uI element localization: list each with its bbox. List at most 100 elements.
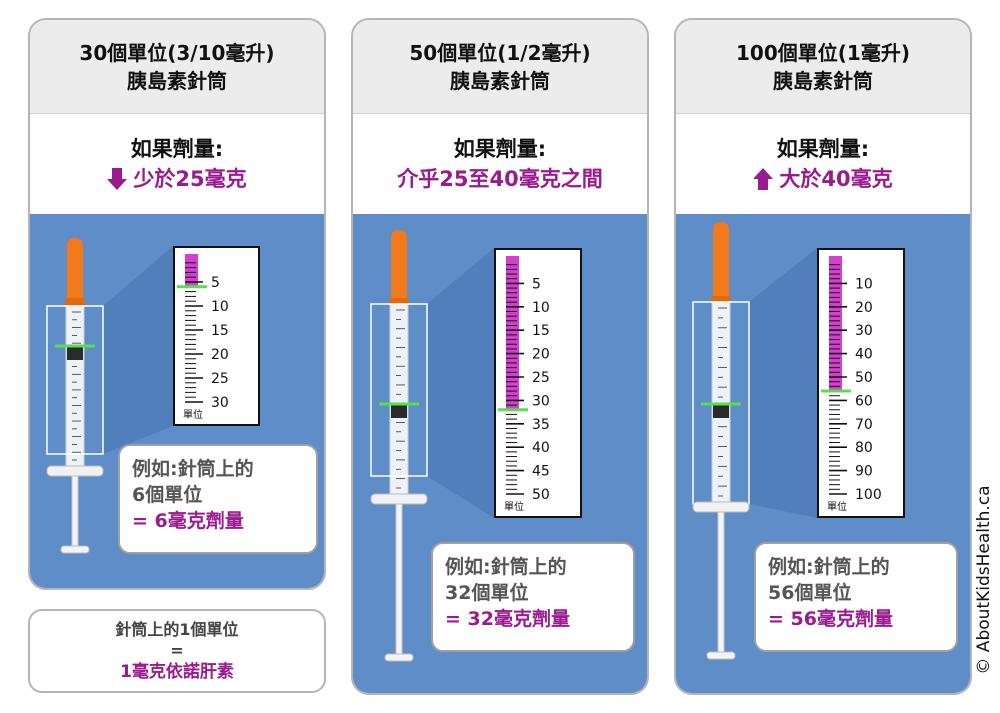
- syringe-illustration: [46, 238, 173, 554]
- panel-header: 50個單位(1/2毫升) 胰島素針筒: [353, 20, 647, 114]
- plunger-thumb-press: [60, 545, 90, 554]
- panel-title-line1: 50個單位(1/2毫升): [409, 40, 591, 65]
- dose-section: 如果劑量: 大於40毫克: [676, 114, 970, 214]
- syringe-illustration: [370, 230, 494, 662]
- panel-title-line2: 胰島素針筒: [127, 68, 227, 93]
- scale-unit-label: 單位: [183, 408, 203, 421]
- note-line2: =: [170, 641, 184, 660]
- panel-title-line2: 胰島素針筒: [773, 68, 873, 93]
- plunger-stopper: [67, 346, 83, 360]
- needle-cap: [713, 222, 729, 302]
- copyright-text: © AboutKidsHealth.ca: [974, 485, 994, 675]
- dose-range-text: 少於25毫克: [133, 167, 247, 191]
- example-line1: 例如:針筒上的: [768, 556, 890, 578]
- copyright: © AboutKidsHealth.ca: [974, 470, 994, 690]
- scale-tick-label: 45: [532, 464, 550, 480]
- scale-tick-label: 70: [855, 417, 873, 433]
- scale-tick-label: 20: [532, 347, 550, 363]
- note-line1: 針筒上的1個單位: [115, 620, 239, 639]
- scale-tick-label: 25: [532, 370, 550, 386]
- zoom-beam: [427, 248, 494, 518]
- scale-tick-label: 25: [211, 371, 229, 387]
- unit-equivalence-note: 針筒上的1個單位 = 1毫克依諾肝素: [28, 609, 326, 693]
- scale-tick-label: 50: [532, 487, 550, 503]
- example-line2: 32個單位: [445, 582, 529, 604]
- dose-range-text: 介乎25至40毫克之間: [397, 167, 603, 191]
- plunger-rod: [717, 511, 725, 653]
- example-box: 例如:針筒上的 6個單位 = 6毫克劑量: [118, 444, 318, 554]
- zoom-beam: [103, 246, 173, 454]
- example-line2: 56個單位: [768, 582, 852, 604]
- scale-tick-label: 40: [532, 440, 550, 456]
- plunger-rod: [71, 475, 79, 547]
- panel-header: 30個單位(3/10毫升) 胰島素針筒: [30, 20, 324, 114]
- scale-tick-label: 40: [855, 347, 873, 363]
- scale-tick-label: 90: [855, 464, 873, 480]
- scale-tick-label: 30: [211, 395, 229, 411]
- scale-tick-label: 20: [211, 347, 229, 363]
- zoomed-scale: 5 10 15 20 25 30 單位: [173, 246, 260, 426]
- syringe-barrel: [711, 301, 731, 503]
- panel-title-line1: 100個單位(1毫升): [736, 40, 910, 65]
- syringe-panel-30-units: 30個單位(3/10毫升) 胰島素針筒 如果劑量: 少於25毫克 5 10 15 20…: [28, 18, 326, 590]
- dose-range: 少於25毫克: [107, 164, 247, 194]
- scale-tick-label: 15: [211, 323, 229, 339]
- note-line3: 1毫克依諾肝素: [120, 662, 234, 682]
- panel-title-line1: 30個單位(3/10毫升): [79, 40, 275, 65]
- syringe-flange: [692, 501, 750, 513]
- scale-tick-label: 60: [855, 393, 873, 409]
- scale-tick-label: 10: [855, 276, 873, 292]
- plunger-stopper: [713, 404, 729, 418]
- syringe-barrel: [65, 305, 85, 467]
- needle-cap: [391, 230, 407, 304]
- scale-fill: [185, 254, 198, 287]
- scale-ticks: 5 10 15 20 25 30 單位: [177, 254, 229, 421]
- example-result: = 32毫克劑量: [445, 608, 570, 630]
- zoom-beam: [749, 248, 817, 518]
- scale-tick-label: 5: [532, 276, 541, 292]
- dose-label: 如果劑量:: [776, 137, 870, 161]
- scale-tick-label: 50: [855, 370, 873, 386]
- syringe-flange: [370, 493, 428, 505]
- dose-section: 如果劑量: 介乎25至40毫克之間: [353, 114, 647, 214]
- dose-label: 如果劑量:: [130, 137, 224, 161]
- syringe-flange: [46, 465, 104, 477]
- needle-cap: [67, 238, 83, 304]
- zoom-frame: [46, 305, 104, 455]
- scale-tick-label: 80: [855, 440, 873, 456]
- scale-fill: [829, 256, 842, 392]
- example-line1: 例如:針筒上的: [445, 556, 567, 578]
- scale-unit-label: 單位: [504, 500, 524, 513]
- panel-header: 100個單位(1毫升) 胰島素針筒: [676, 20, 970, 114]
- plunger-thumb-press: [384, 653, 414, 662]
- scale-tick-label: 15: [532, 323, 550, 339]
- arrow-down-icon: [107, 168, 128, 190]
- scale-tick-label: 20: [855, 300, 873, 316]
- scale-tick-label: 30: [855, 323, 873, 339]
- example-line2: 6個單位: [132, 484, 203, 506]
- dose-label: 如果劑量:: [453, 137, 547, 161]
- dose-section: 如果劑量: 少於25毫克: [30, 114, 324, 214]
- dose-range-text: 大於40毫克: [779, 167, 893, 191]
- dose-range: 大於40毫克: [753, 164, 893, 194]
- plunger-rod: [395, 503, 403, 655]
- example-result: = 56毫克劑量: [768, 608, 893, 630]
- scale-tick-label: 35: [532, 417, 550, 433]
- syringe-illustration-area: 5 10 15 20 25 30 單位 例如:針筒上的 6個單位 = 6毫克劑量: [30, 214, 324, 588]
- example-line1: 例如:針筒上的: [132, 458, 254, 480]
- plunger-stopper: [391, 404, 407, 418]
- syringe-panel-100-units: 100個單位(1毫升) 胰島素針筒 如果劑量: 大於40毫克 10 20 30 40 5…: [674, 18, 972, 695]
- panel-title-line2: 胰島素針筒: [450, 68, 550, 93]
- scale-unit-label: 單位: [827, 500, 847, 513]
- arrow-up-icon: [753, 168, 774, 190]
- scale-tick-label: 5: [211, 275, 220, 291]
- scale-tick-label: 10: [211, 299, 229, 315]
- zoom-frame: [370, 303, 428, 477]
